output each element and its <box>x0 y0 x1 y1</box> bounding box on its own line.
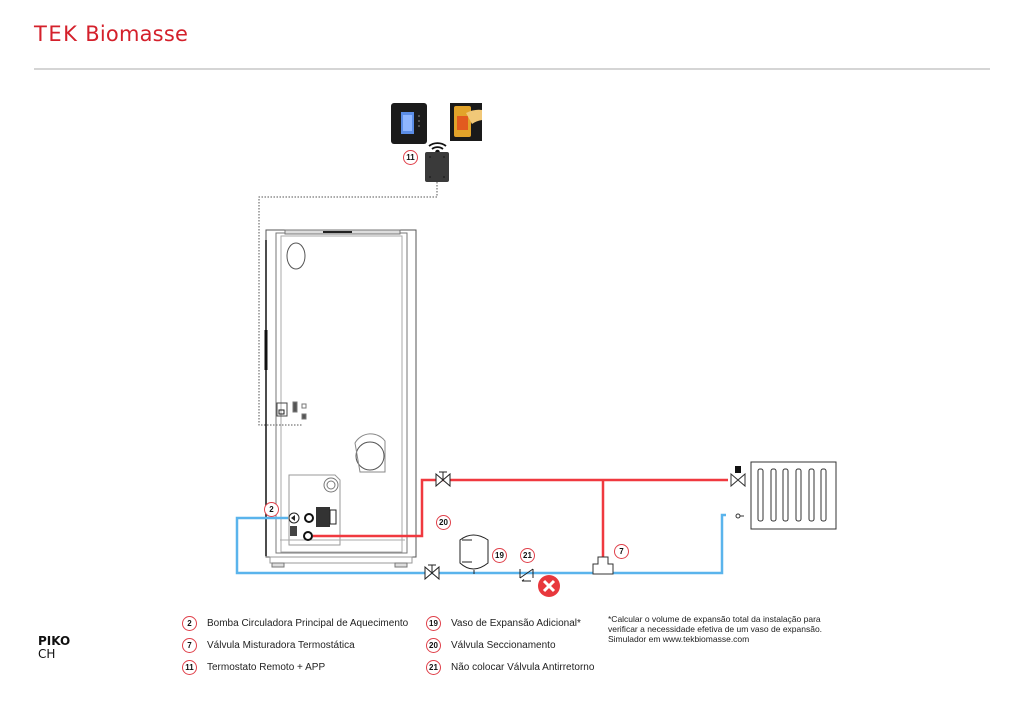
legend-item: 2 Bomba Circuladora Principal de Aquecim… <box>182 616 408 631</box>
legend-badge: 21 <box>426 660 441 675</box>
stove-body <box>264 229 417 568</box>
legend-item: 21 Não colocar Válvula Antirretorno <box>426 660 594 675</box>
callout-2: 2 <box>264 502 279 517</box>
model-label: PIKO CH <box>38 634 70 661</box>
callout-20: 20 <box>436 515 451 530</box>
legend-label: Bomba Circuladora Principal de Aquecimen… <box>207 618 409 629</box>
expansion-note: *Calcular o volume de expansão total da … <box>608 614 823 644</box>
check-valve-icon <box>519 568 534 582</box>
return-pipe <box>235 513 726 575</box>
shutoff-valve-return-icon <box>424 564 440 581</box>
model-variant: CH <box>38 647 56 661</box>
radiator-valve-icon <box>730 466 746 519</box>
legend-label: Vaso de Expansão Adicional* <box>451 618 581 629</box>
legend-item: 11 Termostato Remoto + APP <box>182 660 325 675</box>
thermostatic-mixing-valve-icon <box>592 556 614 575</box>
brand-name: Biomasse <box>85 22 189 46</box>
brand-logo: TEK Biomasse <box>34 22 188 46</box>
supply-pipe <box>313 478 728 557</box>
legend-badge: 2 <box>182 616 197 631</box>
callout-19: 19 <box>492 548 507 563</box>
legend-label: Não colocar Válvula Antirretorno <box>451 662 595 673</box>
legend-label: Termostato Remoto + APP <box>207 662 326 673</box>
thermostat-cable <box>258 182 438 426</box>
legend-item: 7 Válvula Misturadora Termostática <box>182 638 355 653</box>
model-name: PIKO <box>38 634 71 648</box>
legend-badge: 19 <box>426 616 441 631</box>
callout-21: 21 <box>520 548 535 563</box>
header-divider <box>34 68 990 70</box>
smartphone-app-icon <box>450 103 482 141</box>
forbidden-x-icon <box>538 575 560 597</box>
legend-item: 19 Vaso de Expansão Adicional* <box>426 616 581 631</box>
legend-item: 20 Válvula Seccionamento <box>426 638 556 653</box>
receiver-module-icon <box>425 152 449 182</box>
shutoff-valve-supply-icon <box>435 471 451 488</box>
legend-badge: 7 <box>182 638 197 653</box>
callout-11: 11 <box>403 150 418 165</box>
circulator-pump-icon <box>288 507 337 541</box>
wifi-icon <box>428 142 447 155</box>
legend-badge: 20 <box>426 638 441 653</box>
brand-prefix: TEK <box>34 22 79 46</box>
legend-label: Válvula Seccionamento <box>451 640 556 651</box>
callout-7: 7 <box>614 544 629 559</box>
remote-thermostat-icon <box>391 103 427 144</box>
legend-badge: 11 <box>182 660 197 675</box>
legend-label: Válvula Misturadora Termostática <box>207 640 355 651</box>
radiator-icon <box>750 461 837 530</box>
expansion-vessel-icon <box>459 534 489 574</box>
